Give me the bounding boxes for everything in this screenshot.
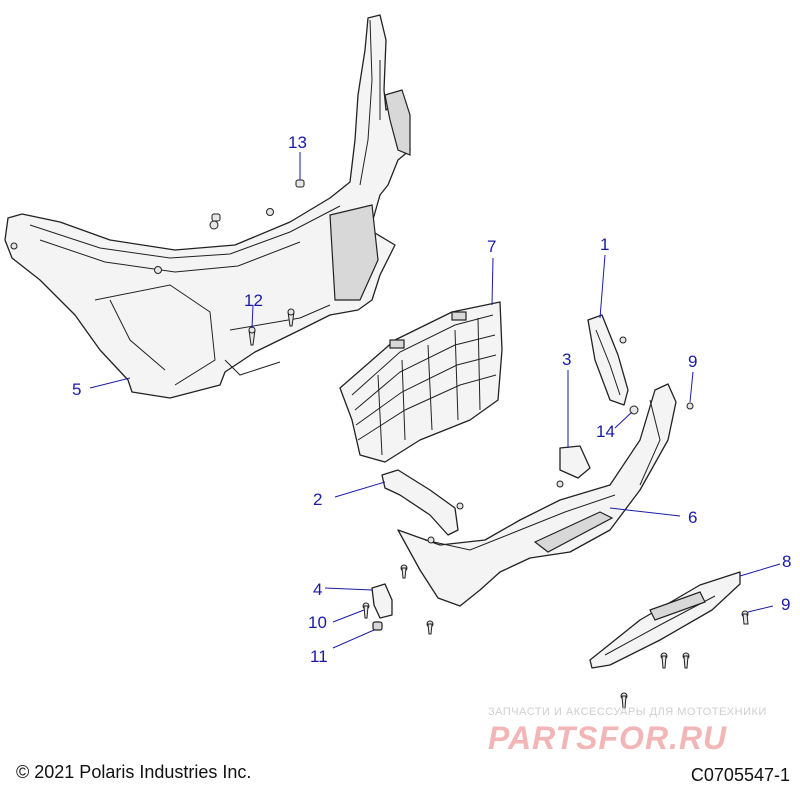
part-3-bracket (556, 445, 591, 488)
part-13-nut (211, 179, 305, 222)
loose-fasteners (400, 402, 749, 709)
callout-1: 1 (600, 235, 609, 254)
part-7-grille (339, 301, 503, 463)
callout-8: 8 (782, 552, 791, 571)
part-2-bracket (381, 469, 464, 544)
callout-9-lower: 9 (781, 595, 790, 614)
part-1-bracket (587, 314, 639, 415)
callouts: 1 2 3 4 5 6 7 8 9 9 10 11 12 13 14 (72, 133, 791, 666)
part-6-lower-fascia (397, 383, 677, 607)
callout-4: 4 (313, 580, 322, 599)
part-5-front-frame (4, 14, 411, 399)
callout-14: 14 (596, 422, 615, 441)
drawing-number: C0705547-1 (690, 765, 790, 785)
callout-5: 5 (72, 380, 81, 399)
callout-7: 7 (487, 237, 496, 256)
watermark-subtitle: ЗАПЧАСТИ И АКСЕССУАРЫ ДЛЯ МОТОТЕХНИКИ (488, 706, 767, 718)
callout-13: 13 (288, 133, 307, 152)
callout-12: 12 (244, 291, 263, 310)
callout-2: 2 (313, 490, 322, 509)
part-8-skid-panel (589, 571, 741, 669)
part-4-bracket (371, 583, 393, 619)
copyright-notice: © 2021 Polaris Industries Inc. (16, 762, 252, 782)
callout-10: 10 (308, 613, 327, 632)
part-11-clip (372, 621, 383, 631)
watermark-logo: PARTSFOR.RU (488, 720, 728, 756)
leader-lines (89, 152, 781, 649)
callout-6: 6 (688, 508, 697, 527)
part-10-screw (362, 602, 370, 619)
callout-11: 11 (310, 647, 328, 666)
callout-3: 3 (562, 350, 571, 369)
callout-9-upper: 9 (688, 352, 697, 371)
